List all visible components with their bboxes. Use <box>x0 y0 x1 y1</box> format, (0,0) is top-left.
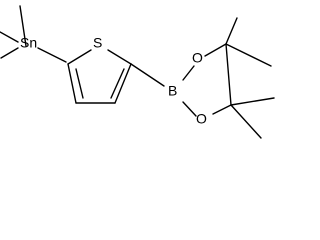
bond-top-methyl-2 <box>225 43 272 67</box>
bond-sn-methyl-3 <box>0 47 19 59</box>
boron-label: B <box>168 83 177 99</box>
bond-thiophene-boron <box>130 63 165 87</box>
bond-sn-methyl-1 <box>19 5 27 47</box>
bond-bottom-methyl-2 <box>230 104 262 139</box>
molecule-drawing: Sn S B O O <box>0 5 275 139</box>
bond-c3-c2-inner <box>75 68 84 99</box>
bond-c-o-bottom <box>212 104 232 115</box>
sulfur-label: S <box>93 35 102 51</box>
bond-sn-methyl-2 <box>0 31 19 43</box>
bond-c-c <box>225 43 232 106</box>
bond-c5-c4-inner <box>110 68 125 99</box>
oxygen-bottom-label: O <box>196 111 207 127</box>
bond-c5-c4 <box>114 63 132 104</box>
bond-o-top-c <box>204 43 227 57</box>
bond-o-bottom-b <box>182 101 197 117</box>
bond-bottom-methyl-1 <box>230 97 275 106</box>
bond-s-c5 <box>107 49 132 65</box>
oxygen-top-label: O <box>192 50 203 66</box>
tin-label: Sn <box>20 35 37 51</box>
bond-sn-thiophene <box>37 47 67 63</box>
bond-c2-s <box>67 49 92 65</box>
bond-b-o-top <box>182 65 195 81</box>
structure-diagram: Sn S B O O <box>0 5 275 139</box>
bond-c3-c2 <box>67 63 77 104</box>
bond-top-methyl-1 <box>225 17 238 45</box>
